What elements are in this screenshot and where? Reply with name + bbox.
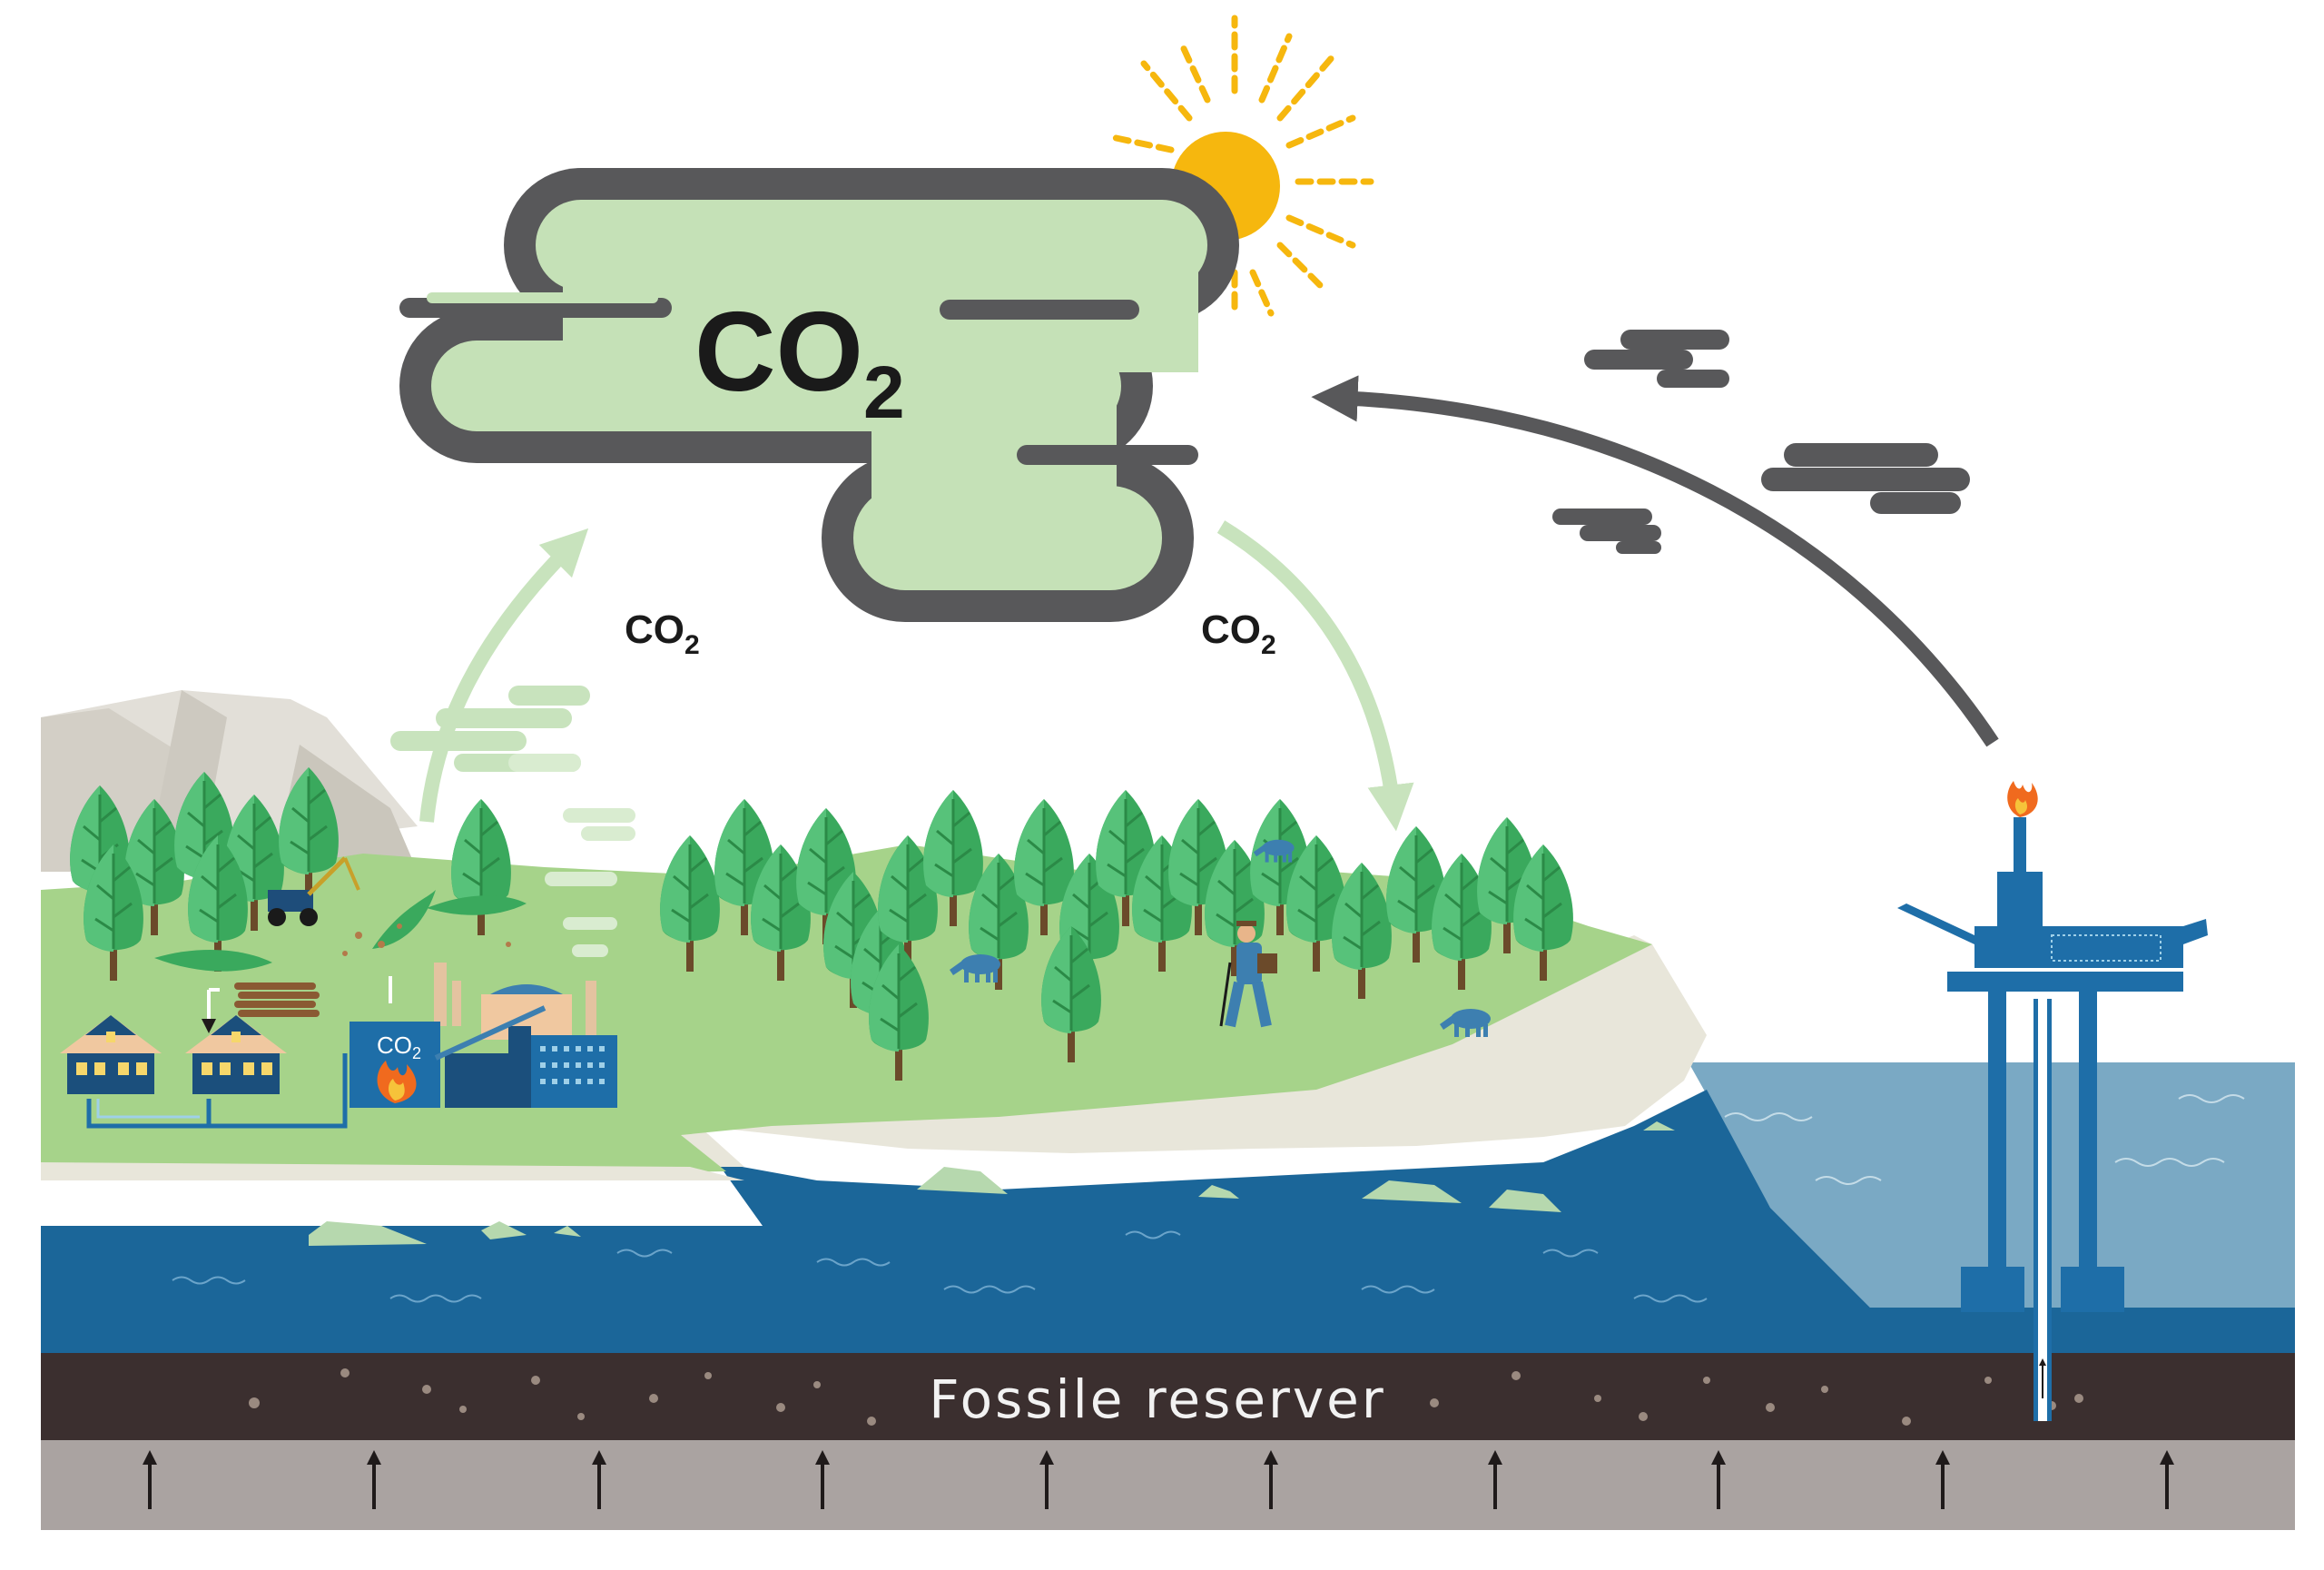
factory-co2-label: CO2 <box>377 1032 421 1062</box>
oil-platform-icon <box>1897 781 2208 1421</box>
right-co2-label: CO2 <box>1201 607 1276 660</box>
atmosphere-co2-cloud: CO2 <box>399 168 1239 622</box>
sea-rocks <box>309 1121 1675 1246</box>
sea <box>41 1090 2295 1353</box>
forestry-area <box>154 856 527 1017</box>
fossil-reservoir-layer: Fossile reserver <box>41 1353 2295 1440</box>
main-co2-label: CO2 <box>694 290 905 434</box>
reservoir-label: Fossile reserver <box>929 1368 1385 1430</box>
worker-icon <box>1219 921 1277 1028</box>
emission-arrow-left <box>419 528 589 823</box>
emission-arrow <box>1311 375 1999 747</box>
smoke <box>390 686 635 957</box>
district-heating <box>60 976 392 1129</box>
left-co2-label: CO2 <box>625 607 700 660</box>
emission-cloud-icon <box>1552 443 1970 554</box>
flame-icon <box>2007 781 2038 817</box>
uptake-arrow-right <box>1216 520 1414 832</box>
bedrock-layer <box>41 1440 2295 1530</box>
forestry-machine-icon <box>268 856 360 926</box>
flame-icon <box>377 1061 417 1103</box>
log-pile-icon <box>234 982 320 1017</box>
emission-cloud-icon <box>1584 330 1729 388</box>
power-plant-icon: CO2 <box>350 963 617 1108</box>
upward-pressure-arrows <box>143 1450 2174 1509</box>
